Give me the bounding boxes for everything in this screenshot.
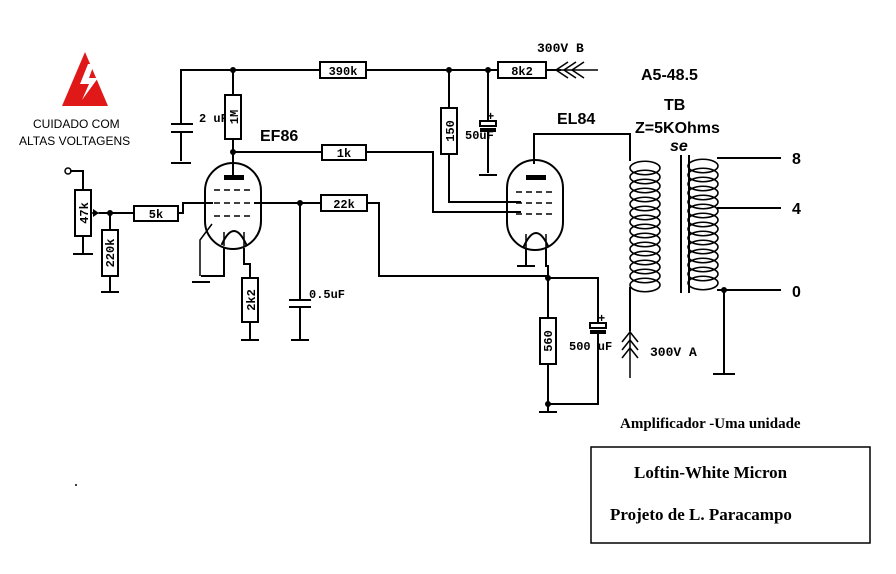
supply-a-label: 300V A <box>650 345 697 360</box>
high-voltage-warning: CUIDADO COM ALTAS VOLTAGENS <box>19 52 130 148</box>
coil-turn <box>629 241 661 257</box>
supply-a-input: 300V A <box>621 330 697 378</box>
primary-winding <box>629 160 661 293</box>
resistor-560-label: 560 <box>542 330 556 352</box>
resistor-22k: 22k <box>299 194 549 277</box>
resistor-390k: 390k <box>319 61 367 79</box>
coil-turn <box>687 158 719 174</box>
credits-box: Loftin-White Micron Projeto de L. Paraca… <box>590 446 871 544</box>
transformer-se: se <box>670 138 688 155</box>
capacitor-0-5uf-label: 0.5uF <box>309 288 345 302</box>
resistor-22k-label: 22k <box>333 198 355 212</box>
resistor-560: 560 <box>539 275 557 413</box>
lightning-bolt-icon <box>80 64 98 100</box>
resistor-150-label: 150 <box>444 120 458 142</box>
coil-turn <box>687 230 719 246</box>
warning-line-1: CUIDADO COM <box>33 117 120 131</box>
coil-turn <box>629 223 661 239</box>
credits-author: Projeto de L. Paracampo <box>610 505 792 524</box>
resistor-390k-label: 390k <box>329 65 358 79</box>
capacitor-0-5uf: 0.5uF <box>289 202 345 341</box>
coil-turn <box>629 268 661 284</box>
coil-turn <box>687 221 719 237</box>
capacitor-50uf-label: 50uF <box>465 129 494 143</box>
output-transformer: A5-48.5 TB Z=5KOhms se 8 4 0 <box>629 67 801 375</box>
transformer-model: A5-48.5 <box>641 67 698 84</box>
resistor-220k-label: 220k <box>104 239 118 268</box>
input-potentiometer: 47k <box>64 167 135 255</box>
coil-turn <box>687 185 719 201</box>
coil-turn <box>629 160 661 176</box>
tube-ef86-label: EF86 <box>260 128 298 145</box>
coil-turn <box>629 259 661 275</box>
coil-turn <box>629 169 661 185</box>
resistor-1m: 1M <box>224 69 242 176</box>
coil-turn <box>687 239 719 255</box>
capacitor-50uf-plus: + <box>487 110 494 124</box>
resistor-47k-label: 47k <box>78 202 92 224</box>
tube-ef86 <box>182 162 303 276</box>
resistor-1m-label: 1M <box>228 110 242 124</box>
resistor-2k2: 2k2 <box>192 263 259 341</box>
resistor-5k-label: 5k <box>149 208 163 222</box>
tap-4: 4 <box>792 201 801 218</box>
coil-turn <box>687 176 719 192</box>
top-rail <box>180 67 561 113</box>
coil-turn <box>629 187 661 203</box>
coil-turn <box>687 167 719 183</box>
resistor-2k2-label: 2k2 <box>245 289 259 311</box>
resistor-8k2: 8k2 <box>497 61 547 79</box>
supply-b-input: 300V B <box>537 41 598 79</box>
tap-8: 8 <box>792 151 801 168</box>
coil-turn <box>687 212 719 228</box>
capacitor-500uf-label: 500 uF <box>569 340 612 354</box>
transformer-type: TB <box>664 97 685 114</box>
tube-el84-label: EL84 <box>557 111 595 128</box>
capacitor-2uf-label: 2 uF <box>199 112 228 126</box>
capacitor-500uf-plus: + <box>598 312 605 326</box>
supply-b-label: 300V B <box>537 41 584 56</box>
resistor-1k: 1k <box>232 144 521 213</box>
resistor-8k2-label: 8k2 <box>511 65 533 79</box>
resistor-5k: 5k <box>133 202 184 222</box>
secondary-winding <box>687 158 719 291</box>
tap-0: 0 <box>792 284 801 301</box>
coil-turn <box>687 257 719 273</box>
capacitor-2uf: 2 uF <box>171 111 228 164</box>
coil-turn <box>687 275 719 291</box>
coil-turn <box>629 214 661 230</box>
coil-turn <box>687 266 719 282</box>
tube-el84: EL84 <box>506 111 631 277</box>
resistor-220k: 220k <box>101 212 119 293</box>
coil-turn <box>629 205 661 221</box>
warning-line-2: ALTAS VOLTAGENS <box>19 134 130 148</box>
coil-turn <box>629 232 661 248</box>
coil-turn <box>687 203 719 219</box>
credits-title: Loftin-White Micron <box>634 463 788 482</box>
resistor-1k-label: 1k <box>337 147 351 161</box>
coil-turn <box>629 196 661 212</box>
resistor-150: 150 <box>440 69 521 203</box>
coil-turn <box>629 178 661 194</box>
capacitor-50uf: + 50uF <box>465 69 497 176</box>
coil-turn <box>629 250 661 266</box>
coil-turn <box>687 248 719 264</box>
schematic-caption: Amplificador -Uma unidade <box>620 416 801 432</box>
coil-turn <box>687 194 719 210</box>
capacitor-500uf: + 500 uF <box>547 277 612 405</box>
coil-turn <box>629 277 661 293</box>
transformer-impedance: Z=5KOhms <box>635 120 720 137</box>
